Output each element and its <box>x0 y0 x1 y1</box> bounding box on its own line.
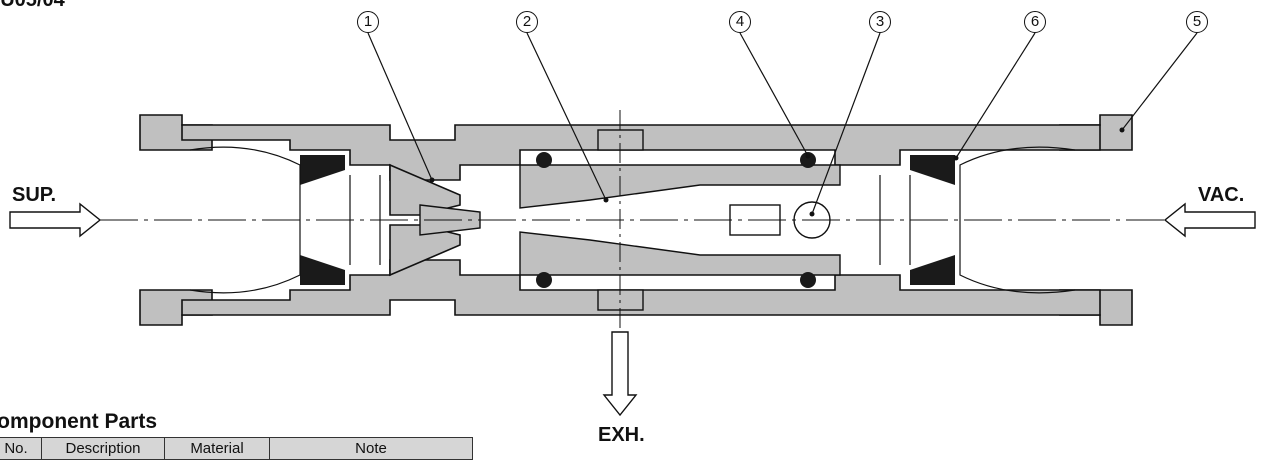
callout-1: 1 <box>357 11 379 33</box>
callout-2: 2 <box>516 11 538 33</box>
header-material: Material <box>164 437 270 460</box>
vacuum-arrow <box>1163 202 1256 238</box>
callout-3: 3 <box>869 11 891 33</box>
component-parts-table: No. Description Material Note <box>0 437 473 460</box>
right-seal <box>910 155 955 285</box>
component-parts-title: Component Parts <box>0 410 158 433</box>
body-lower <box>181 224 1101 316</box>
header-description: Description <box>41 437 165 460</box>
header-note: Note <box>269 437 473 460</box>
left-seal <box>300 155 345 285</box>
callout-6: 6 <box>1024 11 1046 33</box>
callout-4: 4 <box>729 11 751 33</box>
table-header-row: No. Description Material Note <box>0 437 473 460</box>
o-rings <box>536 152 816 288</box>
leader-lines <box>367 32 1198 215</box>
header-no: No. <box>0 437 42 460</box>
exhaust-arrow <box>602 331 638 417</box>
callout-5: 5 <box>1186 11 1208 33</box>
supply-arrow <box>9 202 102 238</box>
figure-id: ZU05/04 <box>0 0 65 11</box>
supply-port-label: SUP. <box>12 184 57 206</box>
exhaust-port-label: EXH. <box>598 424 645 446</box>
left-end-cap <box>139 114 213 326</box>
vacuum-port-label: VAC. <box>1198 184 1245 206</box>
